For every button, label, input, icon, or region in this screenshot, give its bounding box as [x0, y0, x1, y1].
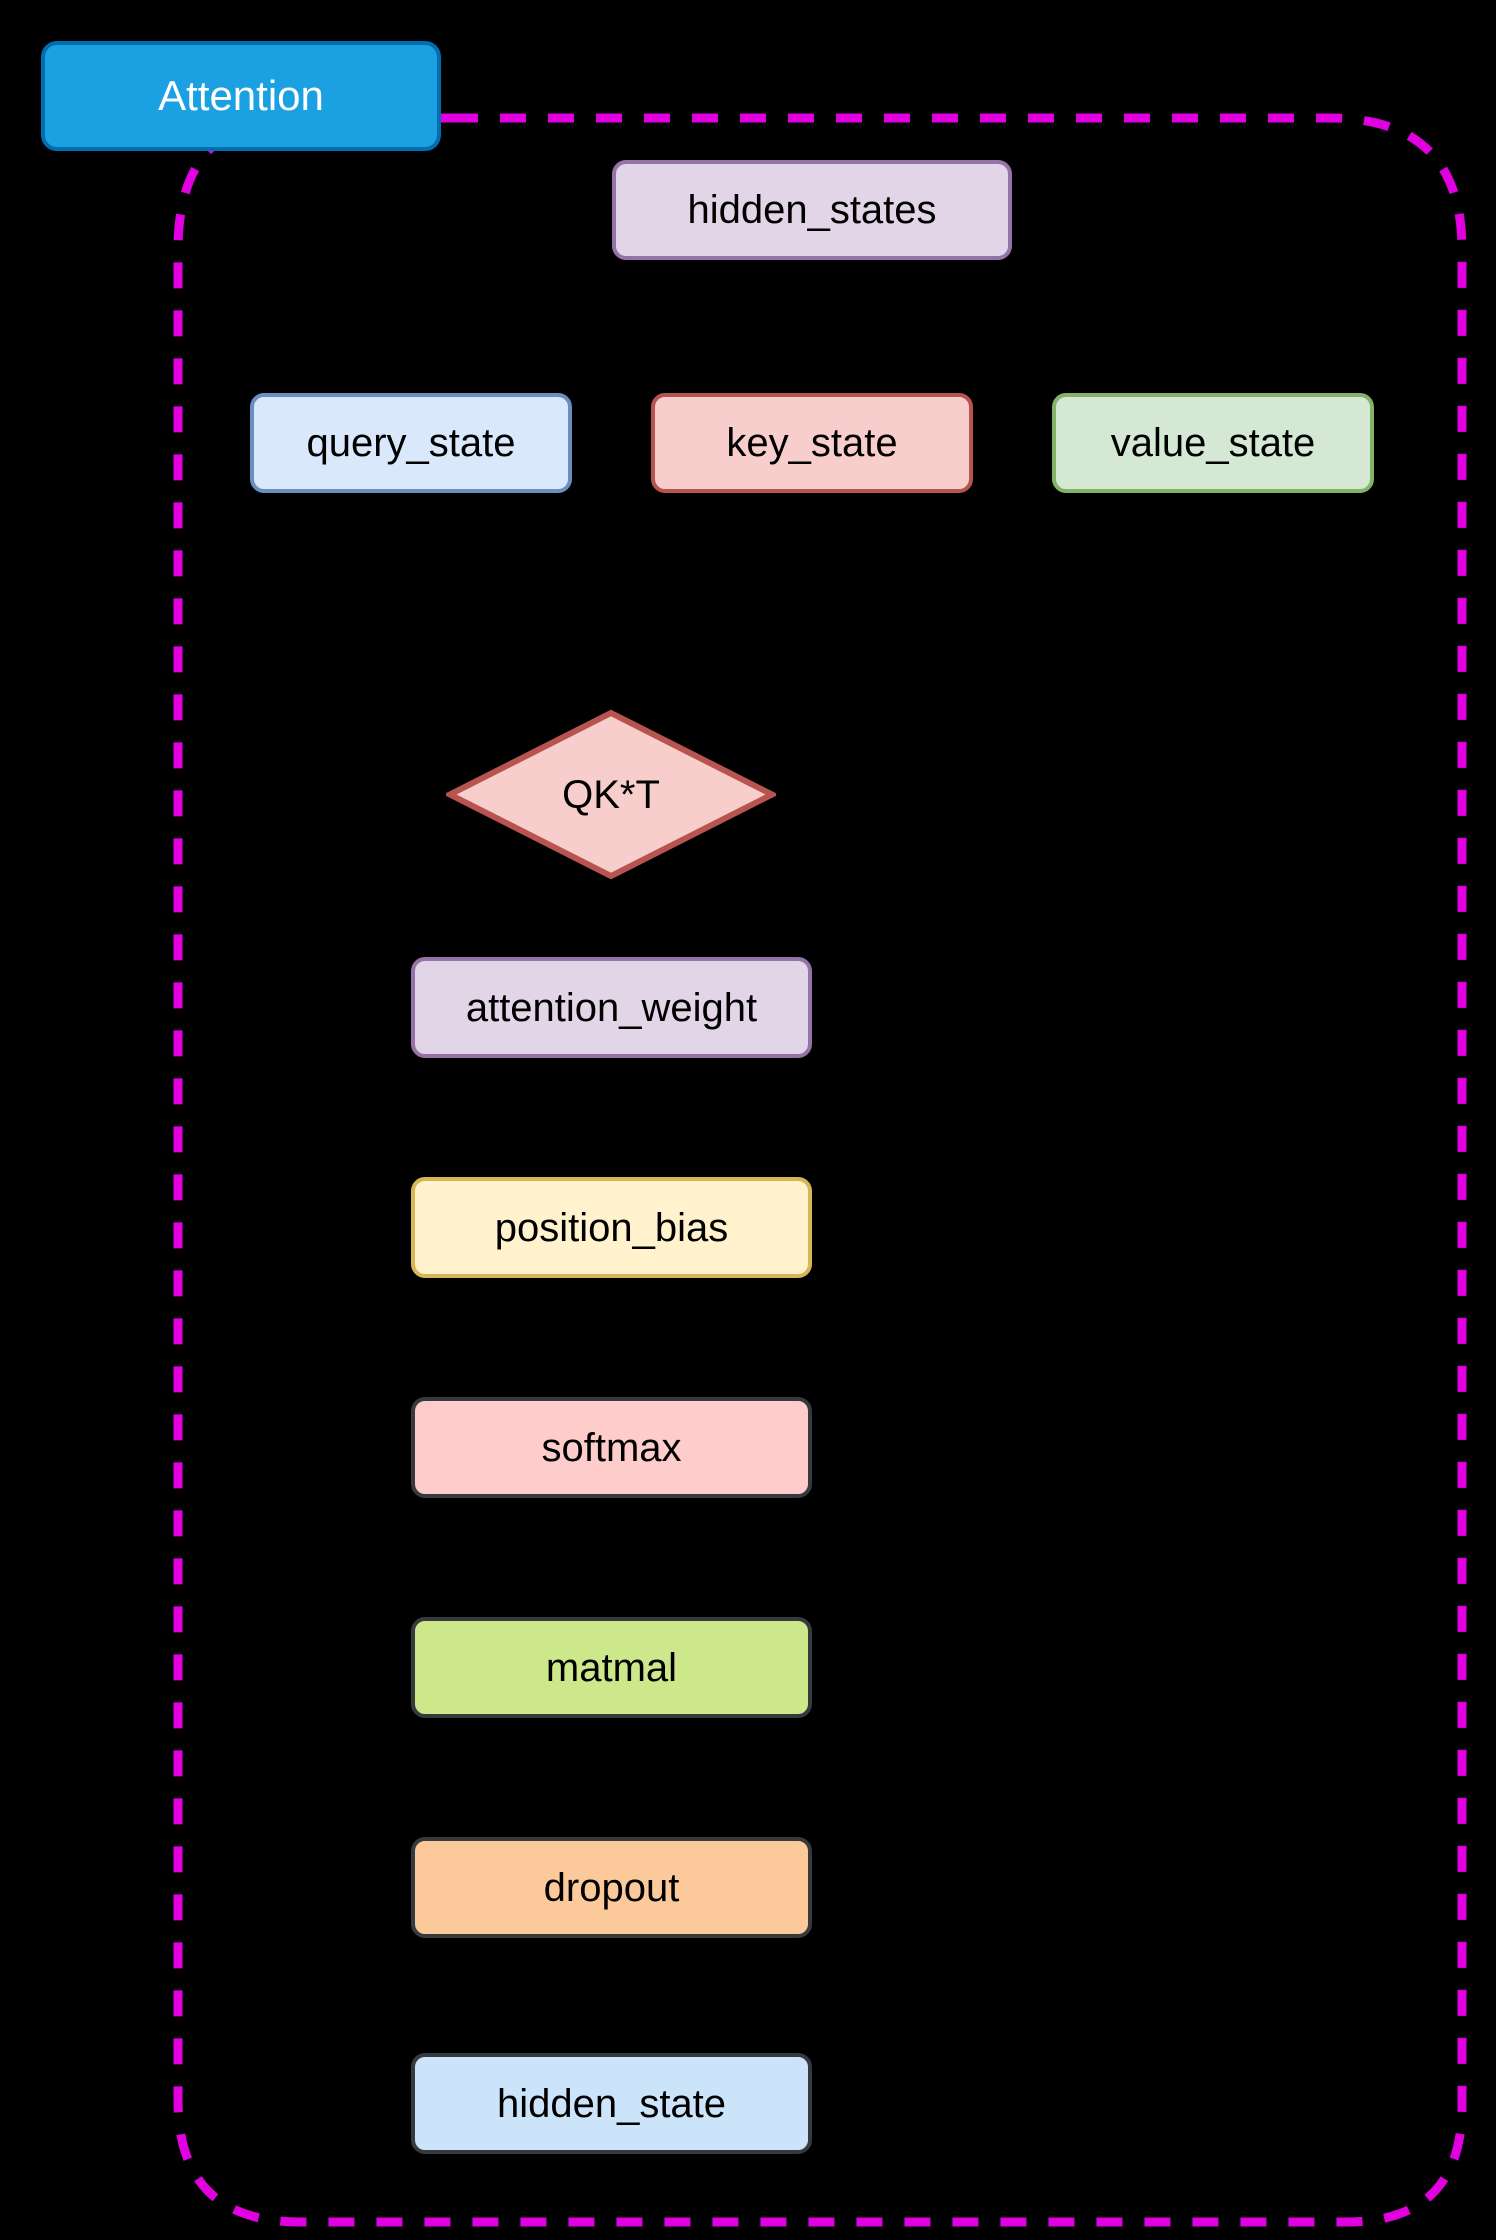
node-matmal[interactable]: matmal — [411, 1617, 812, 1718]
node-label-qkt: QK*T — [562, 772, 660, 817]
node-value-state[interactable]: value_state — [1052, 393, 1374, 493]
group-title-attention[interactable]: Attention — [41, 41, 441, 151]
node-label-value-state: value_state — [1110, 421, 1316, 465]
group-title-label: Attention — [158, 71, 324, 119]
node-label-position-bias: position_bias — [494, 1205, 729, 1250]
node-label-softmax: softmax — [541, 1425, 682, 1470]
node-label-dropout: dropout — [543, 1865, 680, 1910]
node-label-hidden-state: hidden_state — [496, 2081, 727, 2126]
node-hidden-state[interactable]: hidden_state — [411, 2053, 812, 2154]
node-softmax[interactable]: softmax — [411, 1397, 812, 1498]
node-qkt-diamond[interactable]: QK*T — [446, 709, 776, 880]
node-label-hidden-states: hidden_states — [687, 188, 937, 232]
node-label-matmal: matmal — [545, 1645, 678, 1690]
node-hidden-states[interactable]: hidden_states — [612, 160, 1012, 260]
node-label-query-state: query_state — [306, 421, 516, 465]
node-position-bias[interactable]: position_bias — [411, 1177, 812, 1278]
node-label-attention-weight: attention_weight — [465, 985, 758, 1030]
node-query-state[interactable]: query_state — [250, 393, 572, 493]
node-dropout[interactable]: dropout — [411, 1837, 812, 1938]
node-key-state[interactable]: key_state — [651, 393, 973, 493]
node-label-key-state: key_state — [726, 421, 898, 465]
node-attention-weight[interactable]: attention_weight — [411, 957, 812, 1058]
